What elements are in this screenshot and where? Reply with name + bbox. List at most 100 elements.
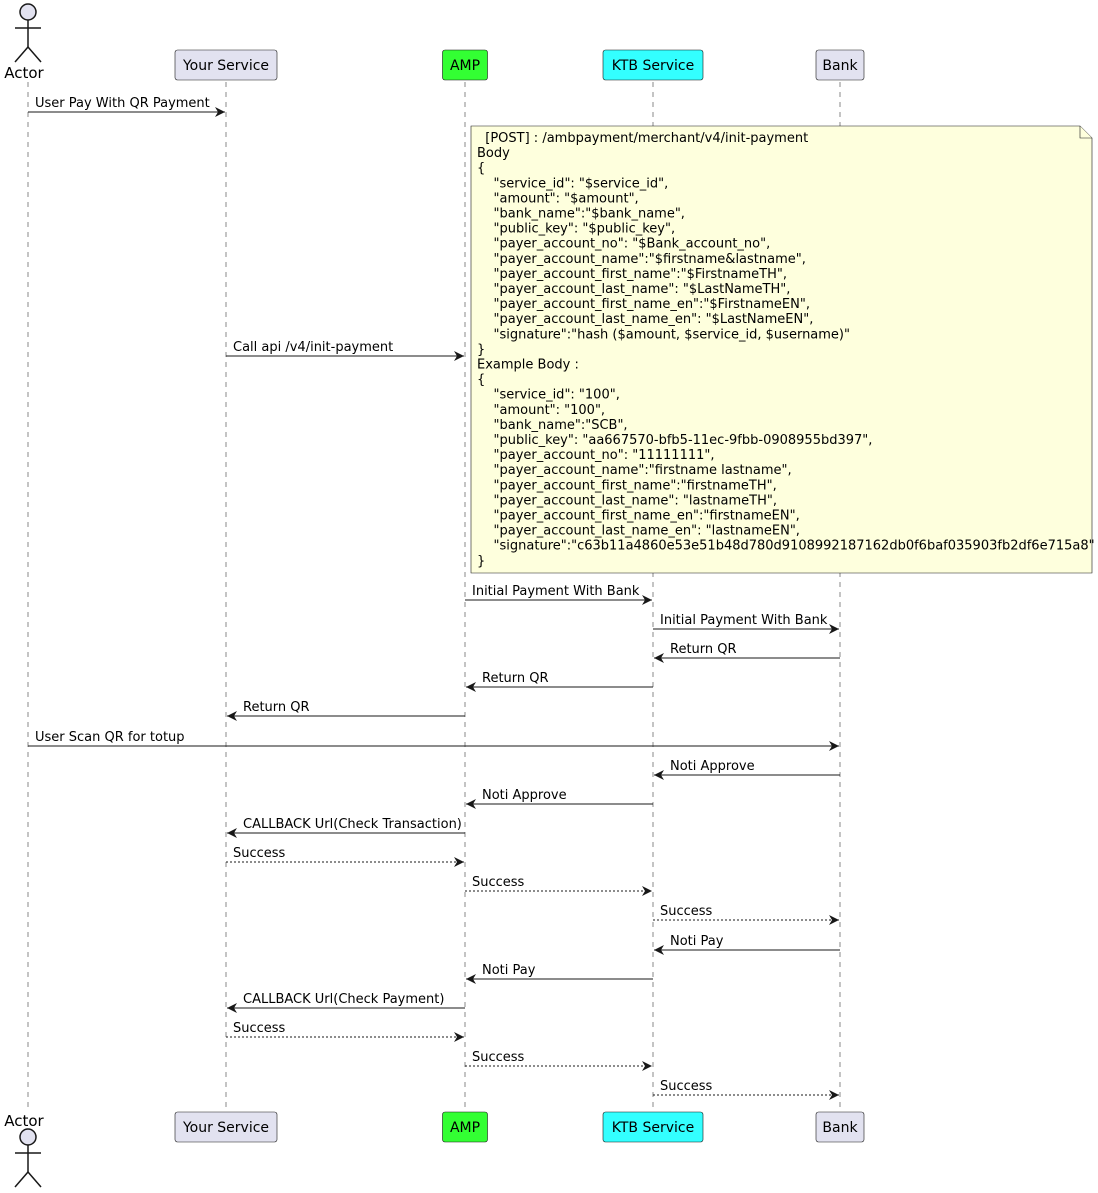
note-line: {	[477, 373, 485, 388]
participant-box	[442, 1111, 488, 1143]
message-label: Noti Pay	[670, 934, 724, 949]
note-line: "payer_account_last_name": "lastnameTH",	[477, 493, 777, 508]
note-line: Example Body :	[477, 358, 579, 373]
participant-label: Actor	[4, 1112, 44, 1130]
actor-leg-icon	[14, 1171, 29, 1188]
message-8: User Scan QR for totup	[28, 730, 839, 751]
note-line: "payer_account_name":"firstname lastname…	[477, 463, 792, 478]
message-label: User Pay With QR Payment	[35, 96, 210, 111]
message-label: Success	[472, 1050, 525, 1065]
message-5: Return QR	[654, 642, 840, 663]
participant-label: Bank	[822, 58, 858, 74]
note-line: "payer_account_name":"$firstname&lastnam…	[477, 252, 806, 267]
note-line: }	[477, 342, 485, 357]
participant-label: AMP	[450, 1120, 480, 1136]
note-line: "amount": "100",	[477, 403, 605, 418]
actor-leg-icon	[27, 46, 42, 63]
note-line: "service_id": "100",	[477, 388, 620, 403]
participant-your-service-top: Your Service	[174, 49, 278, 81]
message-label: Initial Payment With Bank	[472, 584, 640, 599]
message-label: CALLBACK Url(Check Transaction)	[243, 817, 462, 832]
participant-box	[174, 1111, 278, 1143]
participant-actor-bottom: Actor	[4, 1112, 45, 1188]
note-line: "public_key": "$public_key",	[477, 222, 675, 237]
message-label: Noti Pay	[482, 963, 536, 978]
participant-ktb-top: KTB Service	[602, 49, 704, 81]
note-line: [POST] : /ambpayment/merchant/v4/init-pa…	[477, 131, 808, 146]
message-label: Initial Payment With Bank	[660, 613, 828, 628]
note-line: }	[477, 554, 485, 569]
message-label: Return QR	[482, 671, 549, 686]
message-label: Success	[660, 904, 713, 919]
note-line: "payer_account_last_name": "$LastNameTH"…	[477, 282, 790, 297]
note-line: "payer_account_first_name_en":"firstname…	[477, 509, 800, 524]
participant-box	[602, 49, 704, 81]
note-line: "payer_account_last_name_en": "$LastName…	[477, 312, 813, 327]
message-label: Noti Approve	[482, 788, 567, 803]
message-17: CALLBACK Url(Check Payment)	[227, 992, 465, 1013]
message-label: CALLBACK Url(Check Payment)	[243, 992, 444, 1007]
note-line: "payer_account_first_name":"firstnameTH"…	[477, 478, 777, 493]
participant-label: Your Service	[182, 1120, 269, 1136]
participant-your-service-bottom: Your Service	[174, 1111, 278, 1143]
note-line: "public_key": "aa667570-bfb5-11ec-9fbb-0…	[477, 433, 872, 448]
message-6: Return QR	[466, 671, 653, 692]
message-4: Initial Payment With Bank	[653, 613, 839, 634]
actor-head-icon	[19, 3, 37, 21]
note-line: "bank_name":"SCB",	[477, 418, 628, 433]
participant-box	[815, 1111, 865, 1143]
participant-box	[442, 49, 488, 81]
actor-leg-icon	[27, 1171, 42, 1188]
message-15: Noti Pay	[654, 934, 840, 955]
note-line: "payer_account_no": "11111111",	[477, 448, 715, 463]
message-label: Success	[233, 1021, 286, 1036]
message-14: Success	[653, 904, 839, 925]
actor-leg-icon	[14, 46, 29, 63]
participant-label: KTB Service	[612, 58, 694, 74]
message-label: Return QR	[670, 642, 737, 657]
participant-label: AMP	[450, 58, 480, 74]
note-line: "payer_account_first_name_en":"$Firstnam…	[477, 297, 810, 312]
note-fold-corner	[1079, 126, 1092, 139]
participant-actor-top: Actor	[4, 3, 45, 82]
message-2: Call api /v4/init-payment	[226, 340, 464, 361]
message-3: Initial Payment With Bank	[465, 584, 652, 605]
message-10: Noti Approve	[466, 788, 653, 809]
participant-box	[815, 49, 865, 81]
message-label: Success	[233, 846, 286, 861]
message-label: Call api /v4/init-payment	[233, 340, 393, 355]
message-label: User Scan QR for totup	[35, 730, 185, 745]
message-label: Noti Approve	[670, 759, 755, 774]
participant-label: Bank	[822, 1120, 858, 1136]
participant-ktb-bottom: KTB Service	[602, 1111, 704, 1143]
message-19: Success	[465, 1050, 652, 1071]
note-line: {	[477, 161, 485, 176]
participant-bank-top: Bank	[815, 49, 865, 81]
participant-label: Your Service	[182, 58, 269, 74]
message-20: Success	[653, 1079, 839, 1100]
note-line: Body	[477, 146, 510, 161]
message-18: Success	[226, 1021, 464, 1042]
participant-label: KTB Service	[612, 1120, 694, 1136]
message-label: Return QR	[243, 700, 310, 715]
note-line: "service_id": "$service_id",	[477, 176, 668, 191]
message-12: Success	[226, 846, 464, 867]
note-line: "amount": "$amount",	[477, 191, 639, 206]
note-line: "bank_name":"$bank_name",	[477, 207, 685, 222]
message-11: CALLBACK Url(Check Transaction)	[227, 817, 465, 838]
participant-label: Actor	[4, 64, 44, 82]
actor-head-icon	[19, 1128, 37, 1146]
participant-bank-bottom: Bank	[815, 1111, 865, 1143]
participant-box	[174, 49, 278, 81]
participant-amp-top: AMP	[442, 49, 488, 81]
participant-box	[602, 1111, 704, 1143]
message-16: Noti Pay	[466, 963, 653, 984]
note-line: "payer_account_last_name_en": "lastnameE…	[477, 524, 800, 539]
note-line: "signature":"c63b11a4860e53e51b48d780d91…	[477, 539, 1095, 554]
note-line: "payer_account_no": "$Bank_account_no",	[477, 237, 770, 252]
message-1: User Pay With QR Payment	[28, 96, 225, 117]
message-label: Success	[660, 1079, 713, 1094]
message-9: Noti Approve	[654, 759, 840, 780]
request-note: [POST] : /ambpayment/merchant/v4/init-pa…	[470, 125, 1095, 574]
